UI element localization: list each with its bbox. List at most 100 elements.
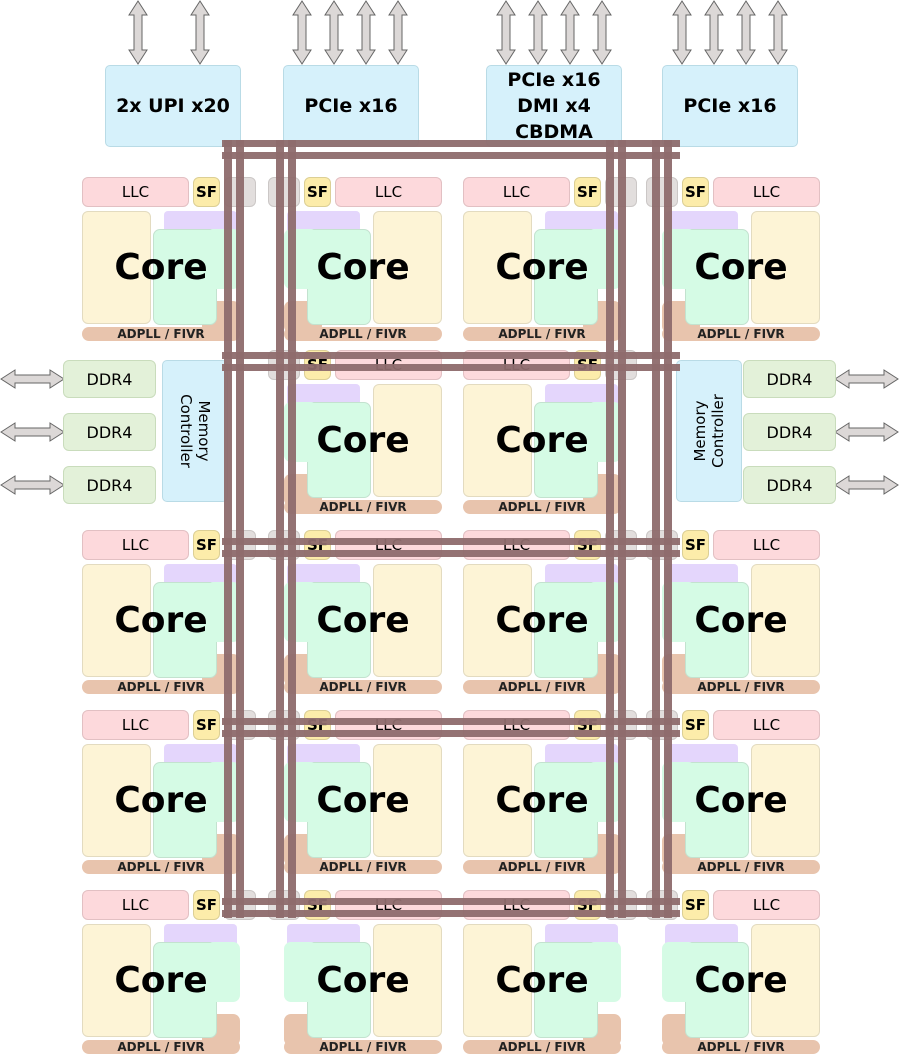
bidirectional-arrow-icon — [0, 369, 65, 389]
label: SF — [576, 183, 599, 201]
snoop-filter: SF — [193, 177, 220, 207]
io-block-upi: 2x UPI x20 — [105, 65, 241, 147]
label: ADPLL / FIVR — [498, 327, 586, 341]
core-label: Core — [463, 584, 621, 656]
core-frontend-area — [207, 229, 240, 289]
core: ADPLL / FIVR Core — [662, 744, 820, 874]
label: ADPLL / FIVR — [319, 1040, 407, 1054]
core-frontend-area — [153, 942, 217, 1038]
core-frontend-area — [685, 762, 749, 858]
label: ADPLL / FIVR — [319, 500, 407, 514]
label: Core — [694, 246, 788, 288]
label: DDR4 — [766, 369, 813, 389]
bidirectional-arrow-icon — [388, 0, 408, 65]
core-execution-area — [82, 924, 151, 1037]
label: Core — [114, 779, 208, 821]
llc-slice: LLC — [713, 710, 820, 740]
label: PCIe x16 — [507, 69, 601, 91]
bidirectional-arrow-icon — [190, 0, 210, 65]
core-frontend-area — [153, 582, 217, 678]
snoop-filter: SF — [193, 530, 220, 560]
ddr4-channel-1: DDR4 — [743, 360, 836, 398]
label: ADPLL / FIVR — [498, 860, 586, 874]
snoop-filter: SF — [682, 890, 709, 920]
core-frontend-area — [307, 582, 371, 678]
label: Core — [316, 959, 410, 1001]
label: SF — [195, 896, 218, 914]
llc-slice: LLC — [335, 177, 442, 207]
core-label: Core — [463, 404, 621, 476]
label: DDR4 — [766, 475, 813, 495]
core-frontend-area — [307, 229, 371, 325]
label: PCIe x16 — [304, 95, 398, 117]
snoop-filter: SF — [574, 177, 601, 207]
pll-label: ADPLL / FIVR — [662, 860, 820, 874]
label: ADPLL / FIVR — [117, 680, 205, 694]
core-label: Core — [82, 231, 240, 303]
core-label: Core — [662, 231, 820, 303]
bidirectional-arrow-icon — [324, 0, 344, 65]
core-label: Core — [82, 584, 240, 656]
label: SF — [684, 183, 707, 201]
core: ADPLL / FIVR Core — [463, 924, 621, 1054]
pll-label: ADPLL / FIVR — [284, 1040, 442, 1054]
mesh-horizontal-link-3-2 — [222, 550, 680, 557]
ddr4-channel-2: DDR4 — [63, 413, 156, 451]
core-frontend-area — [307, 402, 371, 498]
label: ADPLL / FIVR — [498, 1040, 586, 1054]
core-label: Core — [463, 944, 621, 1016]
llc-slice: LLC — [82, 890, 189, 920]
label: LLC — [374, 183, 403, 201]
ddr4-channel-2: DDR4 — [743, 413, 836, 451]
label: Core — [694, 779, 788, 821]
label: SF — [684, 716, 707, 734]
snoop-filter: SF — [193, 710, 220, 740]
label: LLC — [752, 716, 781, 734]
core-frontend-area — [307, 762, 371, 858]
snoop-filter: SF — [682, 530, 709, 560]
llc-slice: LLC — [713, 177, 820, 207]
label: Core — [316, 419, 410, 461]
bidirectional-arrow-icon — [672, 0, 692, 65]
pll-label: ADPLL / FIVR — [463, 500, 621, 514]
pll-label: ADPLL / FIVR — [284, 680, 442, 694]
label: DDR4 — [86, 369, 133, 389]
label: Controller — [177, 394, 195, 468]
label: LLC — [121, 183, 150, 201]
bidirectional-arrow-icon — [496, 0, 516, 65]
label: Core — [495, 599, 589, 641]
core: ADPLL / FIVR Core — [463, 744, 621, 874]
core-label: Core — [662, 764, 820, 836]
label: ADPLL / FIVR — [498, 500, 586, 514]
pll-label: ADPLL / FIVR — [284, 500, 442, 514]
label: Core — [114, 599, 208, 641]
label: ADPLL / FIVR — [498, 680, 586, 694]
io-block-label: PCIe x16 — [304, 93, 397, 119]
label: ADPLL / FIVR — [117, 1040, 205, 1054]
core-label: Core — [284, 944, 442, 1016]
bidirectional-arrow-icon — [528, 0, 548, 65]
label: LLC — [121, 716, 150, 734]
core: ADPLL / FIVR Core — [463, 564, 621, 694]
core-frontend-area — [685, 229, 749, 325]
label: Core — [495, 779, 589, 821]
core-label: Core — [662, 944, 820, 1016]
core-execution-area — [373, 924, 442, 1037]
core-execution-area — [463, 924, 532, 1037]
label: LLC — [121, 536, 150, 554]
core: ADPLL / FIVR Core — [284, 924, 442, 1054]
label: Core — [495, 246, 589, 288]
label: SF — [195, 183, 218, 201]
pll-label: ADPLL / FIVR — [662, 1040, 820, 1054]
mesh-horizontal-link-4-1 — [222, 718, 680, 725]
